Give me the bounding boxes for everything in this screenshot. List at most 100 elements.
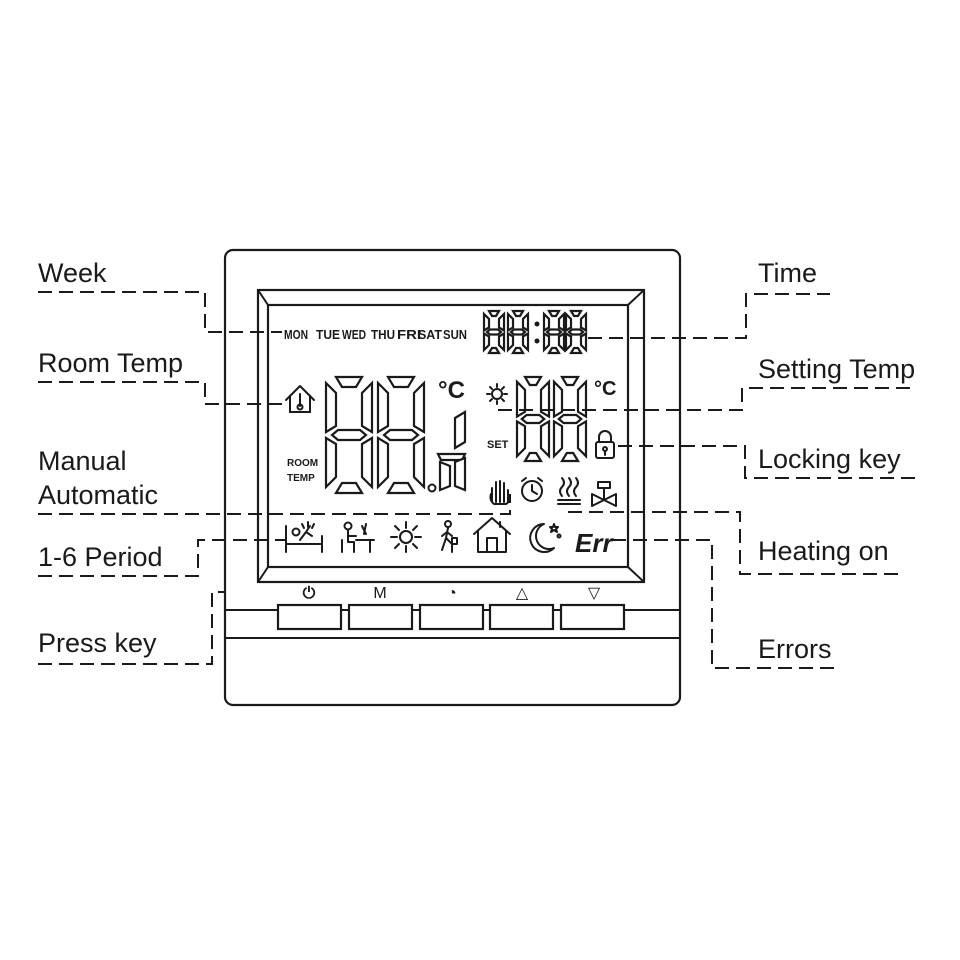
segment (438, 460, 452, 492)
setting-temp-digit-ones (552, 375, 588, 463)
segment (511, 346, 525, 355)
room-temp-unit: °C (438, 377, 465, 404)
valve-icon (591, 481, 617, 507)
mode-key[interactable] (347, 603, 414, 631)
room-label-line2: TEMP (287, 473, 315, 484)
callout-errors: Errors (758, 634, 832, 664)
segment (511, 309, 525, 318)
up-key[interactable] (488, 603, 555, 631)
segment (482, 311, 491, 333)
segment (515, 419, 527, 459)
segment (515, 379, 527, 419)
bezel-corner-bl (257, 566, 269, 583)
segment (564, 331, 573, 353)
thermostat-body (223, 248, 682, 707)
segment (542, 311, 551, 333)
error-code: Err (575, 528, 614, 558)
segment (547, 346, 561, 355)
segment (482, 331, 491, 353)
house-thermometer-icon (285, 385, 315, 413)
segment (412, 380, 426, 434)
period-wake-icon (285, 521, 323, 553)
segment (324, 380, 338, 434)
lcd-screen (266, 303, 630, 569)
leader-heating-on (568, 511, 900, 575)
leader-errors (612, 539, 840, 669)
segment (576, 379, 588, 419)
callout-setting-temp: Setting Temp (758, 354, 916, 384)
segment (382, 428, 420, 442)
segment (376, 436, 390, 490)
segment (576, 419, 588, 459)
segment (497, 311, 506, 333)
segment (497, 331, 506, 353)
clock-digit-hour-tens (482, 309, 506, 355)
down-key[interactable] (559, 603, 626, 631)
power-key[interactable] (276, 603, 343, 631)
setting-temp-digits (515, 375, 588, 463)
segment (545, 328, 563, 336)
segment (334, 375, 364, 389)
segment (324, 436, 338, 490)
room-temp-digit-tenths (436, 410, 467, 492)
room-temp-digit-ones (376, 375, 426, 495)
segment (557, 331, 566, 353)
callout-week: Week (38, 258, 107, 288)
segment (539, 419, 551, 459)
clock-colon-bottom (534, 338, 540, 344)
setting-temp-digit-tens (515, 375, 551, 463)
segment (412, 436, 426, 490)
clock-icon (521, 477, 543, 502)
segment (547, 309, 561, 318)
leader-period (38, 539, 286, 577)
segment (360, 380, 374, 434)
clock-digit-minute-ones (564, 309, 588, 355)
segment (579, 331, 588, 353)
bezel-corner-tl (257, 289, 269, 306)
segment (334, 481, 364, 495)
heating-icon (557, 477, 581, 505)
clock-key[interactable] (418, 603, 485, 631)
weekday-wed: WED (342, 327, 366, 342)
segment (560, 451, 580, 463)
segment (557, 311, 566, 333)
room-label-line1: ROOM (287, 458, 318, 469)
period-sun-icon (390, 521, 422, 553)
callout-manual: Manual (38, 446, 127, 476)
segment (520, 413, 546, 425)
clock-icon: ◔ (447, 585, 457, 602)
segment (569, 346, 583, 355)
weekday-thu: THU (371, 327, 395, 342)
segment (542, 331, 551, 353)
callout-locking-key: Locking key (758, 444, 901, 474)
callout-room-temp: Room Temp (38, 348, 184, 378)
leader-setting-temp (498, 387, 916, 411)
weekday-tue: TUE (316, 327, 340, 342)
segment (506, 311, 515, 333)
leader-press-key (38, 591, 226, 665)
segment (487, 346, 501, 355)
setting-temp-unit: °C (594, 378, 616, 400)
clock-digit-hour-ones (506, 309, 530, 355)
segment (557, 413, 583, 425)
hand-icon (489, 480, 511, 505)
segment (564, 311, 573, 333)
weekday-sun: SUN (443, 327, 467, 342)
leader-lines (38, 291, 916, 669)
segment (487, 309, 501, 318)
room-temp-decimal-point (427, 483, 437, 493)
weekday-fri: FRI (397, 327, 421, 342)
segment (539, 379, 551, 419)
segment (552, 419, 564, 459)
callout-heating-on: Heating on (758, 536, 889, 566)
period-walking-icon (441, 520, 458, 553)
callout-time: Time (758, 258, 817, 288)
segment (453, 410, 467, 450)
bezel-corner-br (627, 566, 645, 583)
weekday-mon: MON (284, 327, 308, 342)
leader-locking-key (618, 445, 916, 479)
up-triangle-icon: △ (516, 585, 529, 602)
leader-manual (38, 494, 511, 515)
